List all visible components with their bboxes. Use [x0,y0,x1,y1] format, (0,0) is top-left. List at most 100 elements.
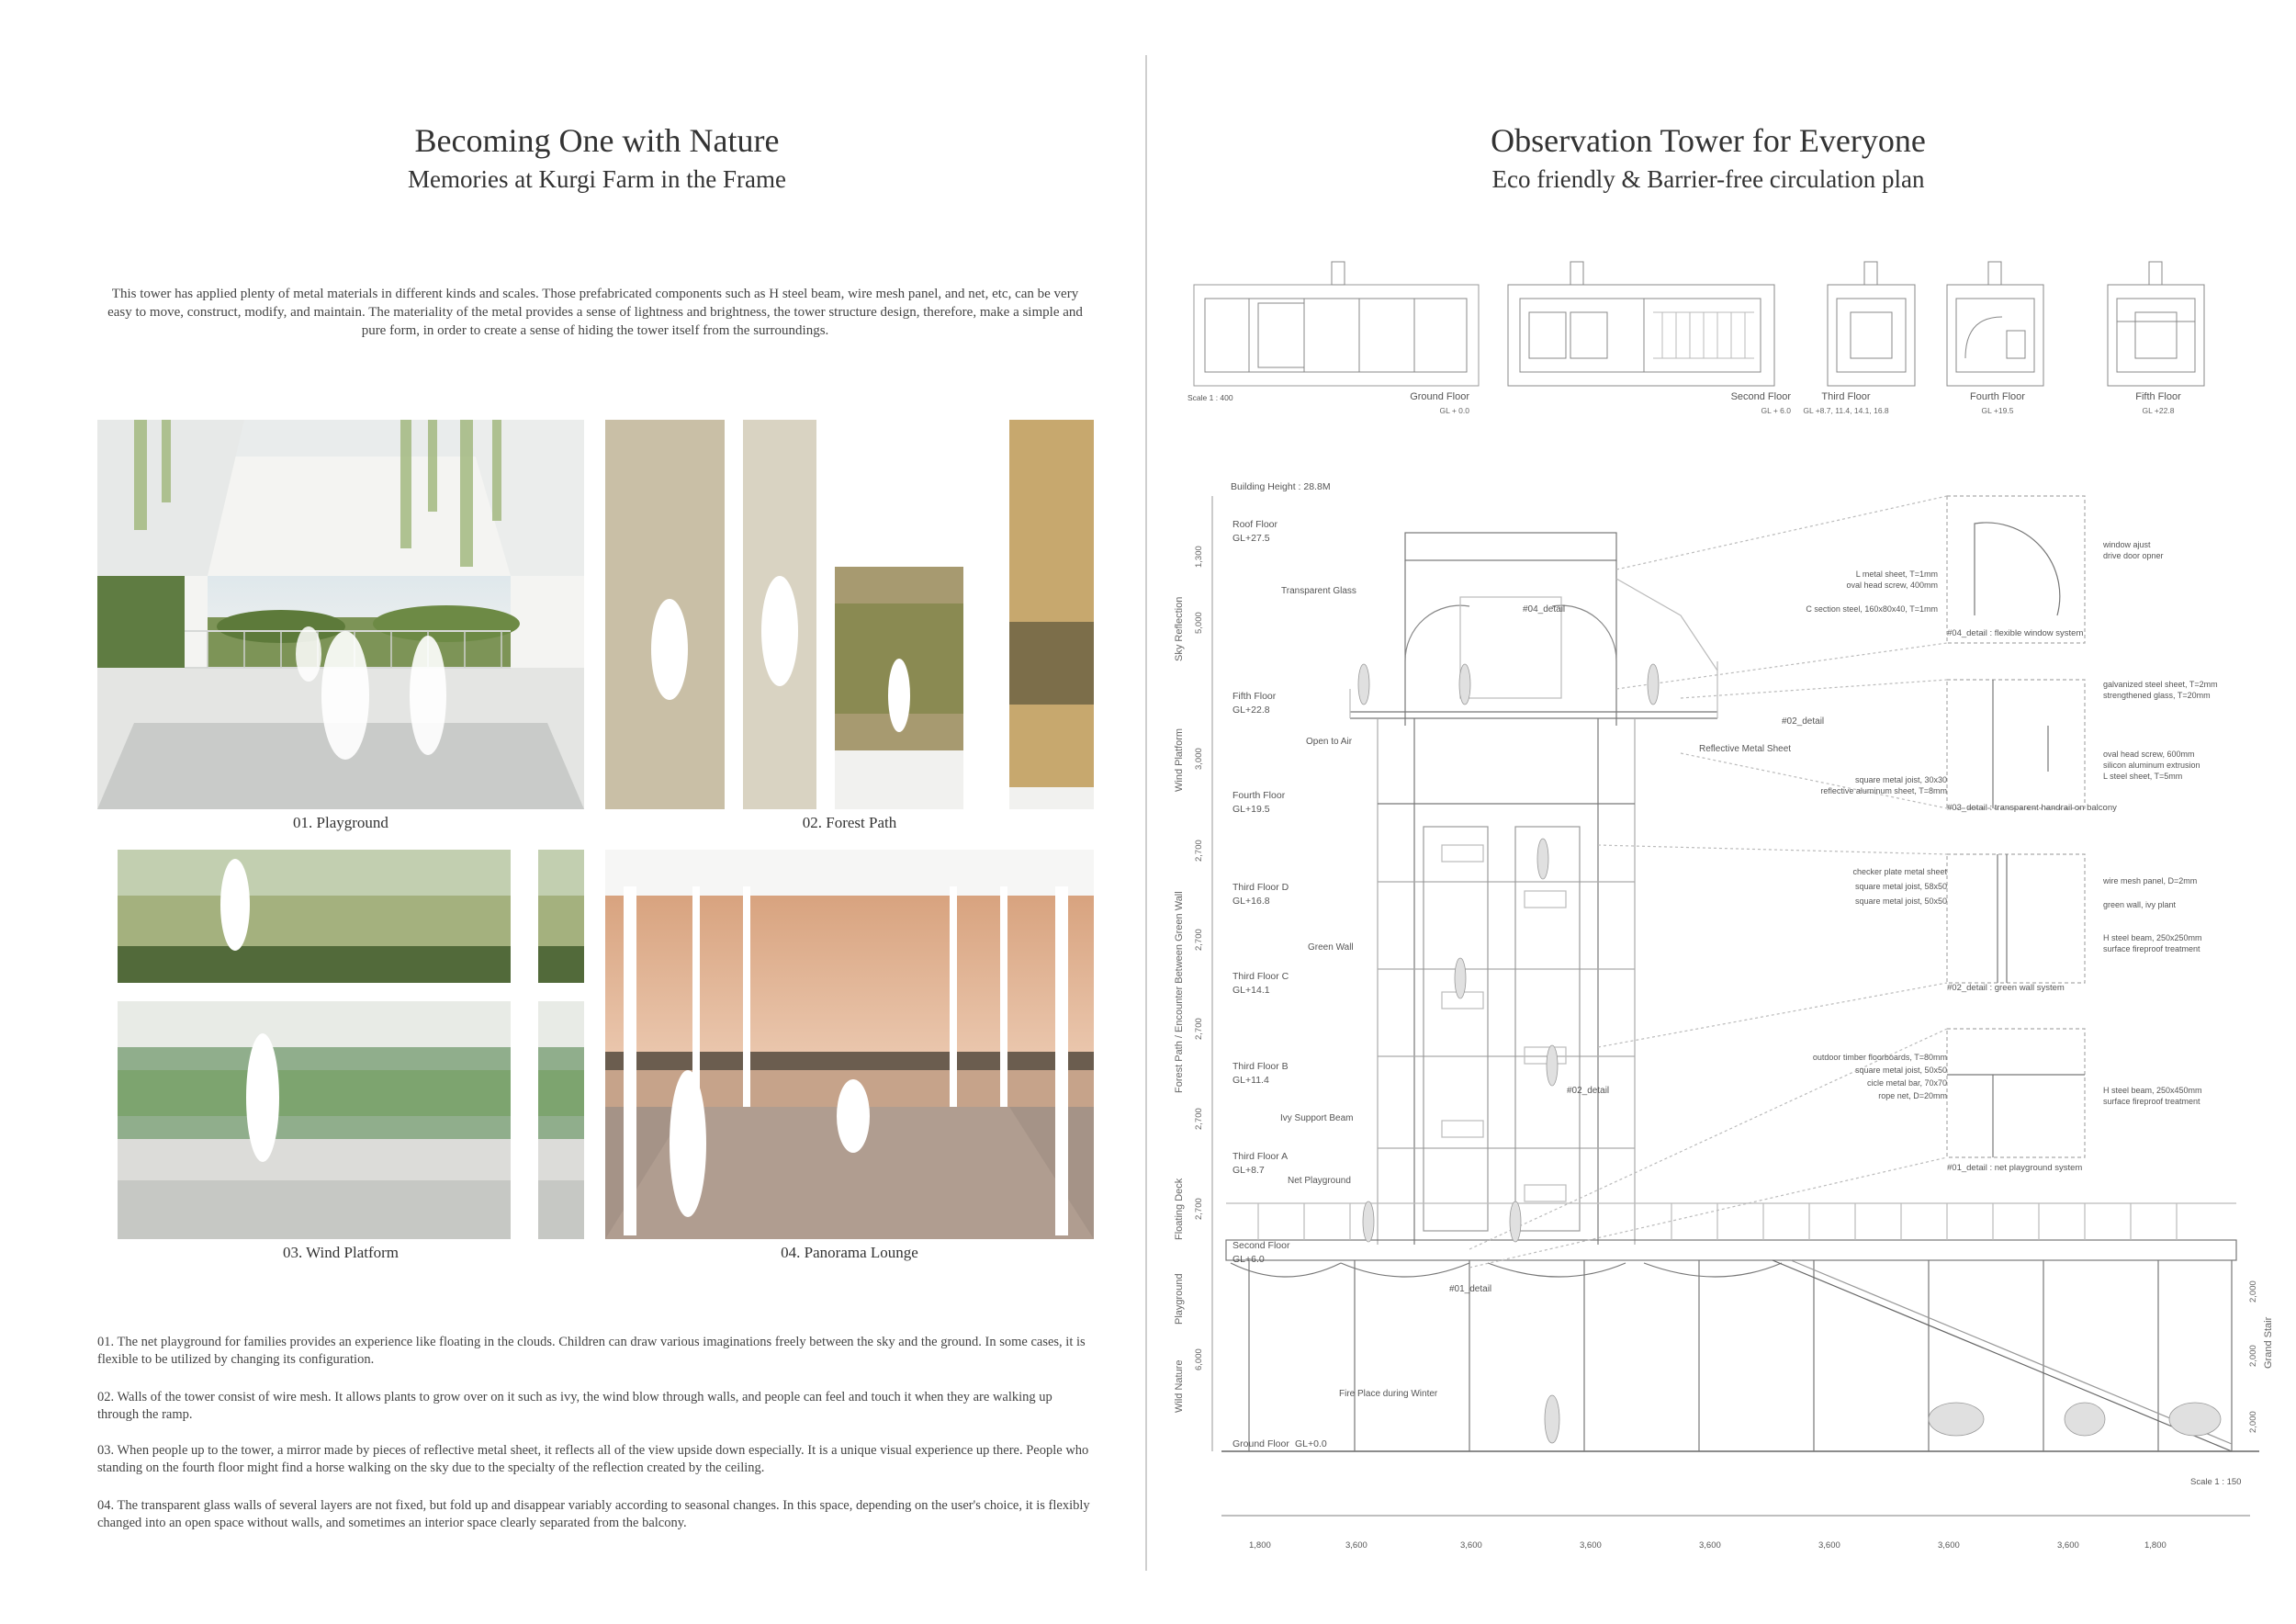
detail01-note-4: rope net, D=20mm [1878,1091,1947,1100]
plan-ground-name: Ground Floor [1410,391,1469,402]
floor-third-c-name: Third Floor C [1232,971,1289,982]
floor-ground-gl: GL+0.0 [1295,1438,1327,1449]
right-subtitle: Eco friendly & Barrier-free circulation … [1491,165,1925,193]
floor-third-b-gl: GL+11.4 [1232,1075,1269,1086]
plan-third-name: Third Floor [1821,391,1871,402]
height-dim-6: 2,700 [1194,1018,1204,1040]
height-dim-2: 5,000 [1194,612,1204,634]
plan-fifth-name: Fifth Floor [2135,391,2181,402]
caption-forest-path: 02. Forest Path [802,814,897,831]
floor-roof-gl: GL+27.5 [1232,533,1270,544]
photo-panorama-lounge [605,850,1094,1239]
callout-reflective-metal-sheet: Reflective Metal Sheet [1699,744,1792,754]
height-dim-7: 2,700 [1194,1108,1204,1130]
detail04-note-1: L metal sheet, T=1mm [1855,570,1938,579]
width-dim-3: 3,600 [1460,1540,1482,1551]
caption-playground: 01. Playground [293,814,388,831]
detail04-title: #04_detail : flexible window system [1947,628,2084,638]
floor-third-a-gl: GL+8.7 [1232,1165,1265,1176]
floor-second-gl: GL+6.0 [1232,1254,1265,1265]
section-drawing [1211,495,2259,1517]
width-dim-6: 3,600 [1818,1540,1840,1551]
plan-second-gl: GL + 6.0 [1761,406,1791,415]
tag-02-detail-a: #02_detail [1782,716,1825,727]
width-dim-9: 1,800 [2144,1540,2167,1551]
callout-green-wall: Green Wall [1308,942,1354,953]
width-dim-7: 3,600 [1938,1540,1960,1551]
stair-dim-2: 2,000 [2248,1345,2258,1367]
detail03-note-7: L steel sheet, T=5mm [2103,772,2183,781]
detail04-note-3: C section steel, 160x80x40, T=1mm [1806,604,1938,614]
detail02-note-2: square metal joist, 58x50 [1854,882,1947,891]
left-subtitle: Memories at Kurgi Farm in the Frame [408,165,786,193]
zone-sky-reflection: Sky Reflection [1174,596,1185,661]
detail03-note-6: silicon aluminum extrusion [2103,761,2200,770]
floor-ground-name: Ground Floor [1232,1438,1289,1449]
detail02-note-6: H steel beam, 250x250mm [2103,933,2202,942]
floor-third-d-gl: GL+16.8 [1232,896,1270,907]
zone-forest-path: Forest Path / Encounter Between Green Wa… [1174,891,1185,1093]
paragraph-forest-path: 02. Walls of the tower consist of wire m… [97,1390,1052,1422]
detail04-note-2: oval head screw, 400mm [1846,581,1938,590]
callout-ivy-support-beam: Ivy Support Beam [1280,1113,1354,1123]
height-dim-9: 6,000 [1194,1348,1204,1370]
grand-stair-label: Grand Stair [2263,1316,2274,1369]
intro-text: This tower has applied plenty of metal m… [107,287,1083,338]
floor-fourth-gl: GL+19.5 [1232,804,1270,815]
detail02-note-1: checker plate metal sheet [1852,867,1947,876]
page-divider [1145,55,1147,1571]
detail02-note-7: surface fireproof treatment [2103,944,2200,953]
width-dim-4: 3,600 [1580,1540,1602,1551]
floor-third-c-gl: GL+14.1 [1232,985,1270,996]
detail04-note-4: window ajust [2103,540,2151,549]
photo-forest-path [605,420,1094,809]
plan-scale: Scale 1 : 400 [1187,393,1233,402]
photo-wind-platform [97,850,584,1239]
callout-net-playground: Net Playground [1288,1176,1351,1186]
detail03-note-3: galvanized steel sheet, T=2mm [2103,680,2218,689]
width-dim-5: 3,600 [1699,1540,1721,1551]
photo-playground [97,420,584,809]
height-dim-3: 3,000 [1194,748,1204,770]
detail03-note-4: strengthened glass, T=20mm [2103,691,2211,700]
detail02-note-4: wire mesh panel, D=2mm [2103,876,2198,885]
tag-04-detail: #04_detail [1523,604,1566,615]
floor-third-d-name: Third Floor D [1232,882,1289,893]
detail03-note-1: square metal joist, 30x30 [1854,775,1947,784]
paragraph-panorama-lounge: 04. The transparent glass walls of sever… [97,1498,1090,1530]
zone-wind-platform: Wind Platform [1174,727,1185,792]
width-dim-1: 1,800 [1249,1540,1271,1551]
section-scale: Scale 1 : 150 [2190,1477,2242,1487]
detail02-title: #02_detail : green wall system [1947,983,2065,993]
plan-fourth-gl: GL +19.5 [1981,406,2014,415]
stair-dim-1: 2,000 [2248,1280,2258,1303]
detail04-note-5: drive door opner [2103,551,2164,560]
floor-third-a-name: Third Floor A [1232,1151,1289,1162]
plan-fifth-gl: GL +22.8 [2142,406,2175,415]
floor-fifth-gl: GL+22.8 [1232,705,1270,716]
detail01-note-1: outdoor timber floorboards, T=80mm [1812,1053,1947,1062]
building-height: Building Height : 28.8M [1231,481,1331,492]
detail01-note-5: H steel beam, 250x450mm [2103,1086,2202,1095]
height-dim-4: 2,700 [1194,840,1204,862]
plan-ground-gl: GL + 0.0 [1439,406,1469,415]
floor-third-b-name: Third Floor B [1232,1061,1289,1072]
floor-plans [1193,261,2205,387]
detail03-note-2: reflective aluminum sheet, T=8mm [1820,786,1947,795]
detail01-note-2: square metal joist, 50x50 [1854,1066,1947,1075]
paragraph-playground: 01. The net playground for families prov… [97,1335,1086,1367]
detail01-note-6: surface fireproof treatment [2103,1097,2200,1106]
height-dim-5: 2,700 [1194,929,1204,951]
height-dim-1: 1,300 [1194,546,1204,568]
plan-fourth-name: Fourth Floor [1970,391,2025,402]
caption-wind-platform: 03. Wind Platform [282,1244,400,1261]
stair-dim-3: 2,000 [2248,1411,2258,1433]
detail02-note-5: green wall, ivy plant [2103,900,2177,909]
zone-wild-nature: Wild Nature [1174,1359,1185,1413]
left-title: Becoming One with Nature [414,122,780,159]
tag-02-detail-b: #02_detail [1567,1086,1610,1096]
detail03-title: #03_detail : transparent handrail on bal… [1947,803,2117,813]
tag-01-detail: #01_detail [1449,1284,1492,1294]
zone-playground: Playground [1174,1273,1185,1325]
caption-panorama-lounge: 04. Panorama Lounge [781,1244,918,1261]
